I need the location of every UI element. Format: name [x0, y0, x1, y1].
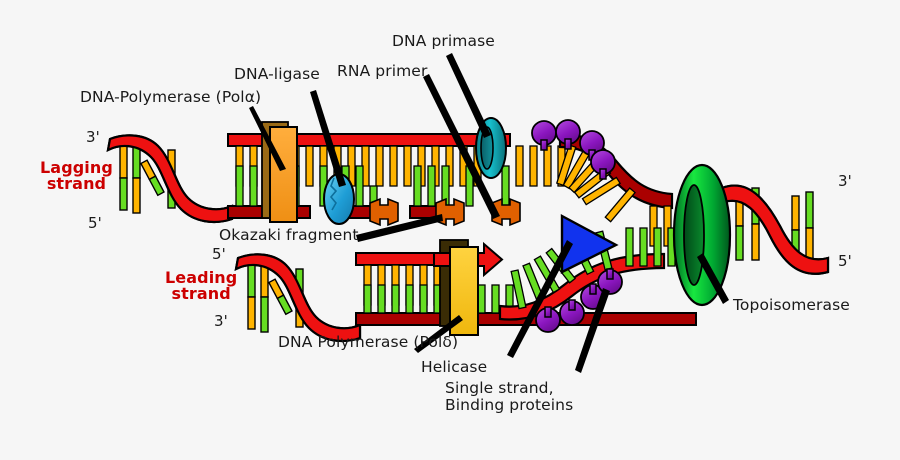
leader-dna-ligase [310, 90, 346, 187]
rna-primer-group [369, 197, 521, 227]
rna-primer-1 [369, 197, 399, 227]
label-lagging-strand: Lagging strand [40, 158, 113, 194]
label-ssb-line1: Single strand, [445, 379, 554, 397]
marker-leading-left-bottom: 3' [214, 312, 228, 330]
helicase-shape[interactable] [560, 213, 619, 274]
leader-ssb [575, 288, 610, 373]
ssb-stalk [568, 299, 576, 311]
leader-okazaki-fragment [356, 214, 443, 242]
label-dna-polymerase-delta: DNA Polymerase (Polδ) [278, 333, 459, 351]
label-dna-polymerase-alpha: DNA-Polymerase (Polα) [80, 88, 262, 106]
ssb-stalk [540, 139, 548, 151]
ssb-stalk [589, 283, 597, 295]
right-double-helix [720, 184, 830, 275]
leader-lines [249, 53, 729, 373]
marker-leading-left-top: 5' [212, 245, 226, 263]
label-ssb: Single strand, Binding proteins [445, 379, 574, 415]
right-helix-front-ribbon [720, 184, 830, 275]
label-ssb-line2: Binding proteins [445, 396, 574, 415]
leader-dna-primase [446, 53, 491, 138]
rna-primer-2 [435, 197, 465, 227]
label-topoisomerase: Topoisomerase [733, 296, 850, 314]
right-duplex-assembly [672, 163, 830, 307]
leading-left-helix [234, 253, 362, 343]
leader-topoisomerase [697, 253, 729, 304]
rna-primer-3 [491, 197, 521, 227]
ssb-lower-group [535, 268, 623, 333]
label-lagging-line2: strand [46, 174, 107, 194]
helicase-triangle [560, 213, 619, 274]
ssb-stalk [544, 306, 552, 318]
label-rna-primer: RNA primer [337, 62, 428, 80]
label-okazaki-fragment: Okazaki fragment [219, 226, 359, 244]
leader-polymerase-alpha [249, 106, 286, 171]
marker-right-bottom: 5' [838, 252, 852, 270]
label-leading-strand: Leading strand [165, 268, 238, 304]
marker-right-top: 3' [838, 172, 852, 190]
ssb-stalk [606, 268, 614, 280]
ssb-upper-group [531, 119, 616, 180]
label-helicase: Helicase [421, 358, 488, 376]
ssb-stalk [599, 168, 607, 180]
marker-lagging-left-top: 3' [86, 128, 100, 146]
label-dna-primase: DNA primase [392, 32, 495, 50]
label-lagging-line1: Lagging [40, 158, 113, 177]
leader-rna-primer [423, 74, 500, 219]
ligase-detail [329, 177, 338, 211]
topoisomerase-shape[interactable] [672, 163, 732, 307]
leader-polymerase-delta [414, 315, 463, 353]
lagging-strand-assembly [106, 117, 566, 227]
topoisomerase-inner-hole [683, 184, 705, 286]
lagging-left-helix [106, 134, 234, 224]
label-leading-line2: strand [171, 284, 231, 304]
leader-helicase [507, 240, 573, 358]
polymerase-alpha-body [269, 126, 298, 223]
ssb-stalk [564, 138, 572, 150]
label-leading-line1: Leading [165, 268, 238, 287]
marker-lagging-left-bottom: 5' [88, 214, 102, 232]
leading-template-bases [363, 284, 514, 314]
label-dna-ligase: DNA-ligase [234, 65, 320, 83]
